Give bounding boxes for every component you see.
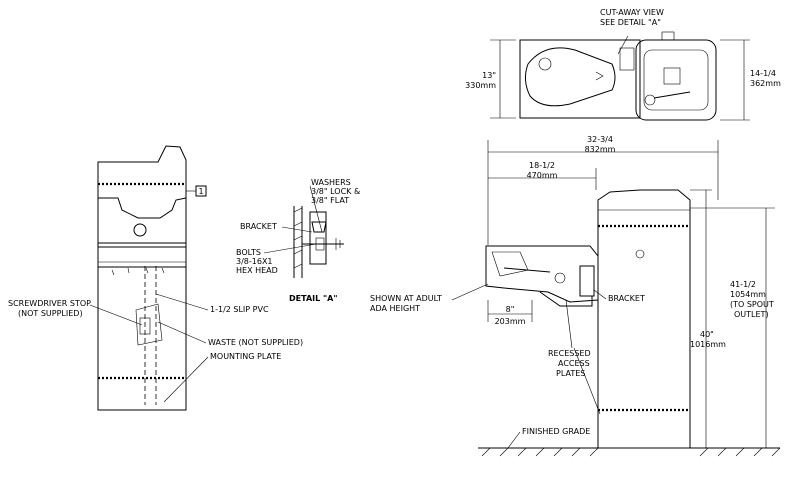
side-view: 32-3/4 832mm 18-1/2 470mm 8" 203mm SHOWN… (370, 135, 781, 457)
recessed-access: ACCESS (558, 359, 590, 368)
offset-in: 8" (506, 305, 515, 314)
slip-pvc-label: 1-1/2 SLIP PVC (210, 305, 269, 314)
bolts-label: BOLTS (236, 248, 261, 257)
bolts-head: HEX HEAD (236, 266, 278, 275)
shown-at-label: SHOWN AT ADULT (370, 294, 442, 303)
depth-left-mm: 330mm (465, 81, 496, 90)
bowl-width-mm: 470mm (527, 171, 558, 180)
drain-circle (133, 223, 147, 237)
depth-right-in: 14-1/4 (750, 69, 776, 78)
washers-label: WASHERS (311, 178, 351, 187)
recessed-plates: PLATES (556, 369, 585, 378)
overall-width-in: 32-3/4 (587, 135, 613, 144)
washers-lock: 3/8" LOCK & (311, 187, 360, 196)
overall-width-mm: 832mm (585, 145, 616, 154)
detail-bracket-label: BRACKET (240, 222, 277, 231)
shown-at-height: ADA HEIGHT (370, 304, 420, 313)
bowl-profile (485, 245, 599, 303)
screwdriver-stop-note: (NOT SUPPLIED) (18, 309, 83, 318)
depth-right-mm: 362mm (750, 79, 781, 88)
spout-height-note2: OUTLET) (734, 310, 769, 319)
washers-flat: 3/8" FLAT (311, 196, 349, 205)
callout-number: 1 (198, 187, 203, 196)
front-view-pedestal: 1 SCREWDRIVER STOP (NOT SUPPLIED) 1-1/2 … (8, 145, 303, 411)
finished-grade-label: FINISHED GRADE (522, 427, 590, 436)
pedestal-height-mm: 1016mm (690, 340, 726, 349)
spout-height-in: 41-1/2 (730, 280, 756, 289)
waste-label: WASTE (NOT SUPPLIED) (208, 338, 303, 347)
drain-square (663, 67, 681, 85)
screwdriver-stop-label: SCREWDRIVER STOP (8, 299, 91, 308)
depth-left-in: 13" (482, 71, 496, 80)
bracket-block (579, 265, 595, 297)
spout-height-mm: 1054mm (730, 290, 766, 299)
detail-a-title: DETAIL "A" (289, 294, 338, 303)
cutaway-label: CUT-AWAY VIEW (600, 8, 664, 17)
spout-height-note1: (TO SPOUT (730, 300, 774, 309)
offset-mm: 203mm (495, 317, 526, 326)
mounting-plate-label: MOUNTING PLATE (210, 352, 281, 361)
detail-a: WASHERS 3/8" LOCK & 3/8" FLAT BRACKET BO… (236, 178, 360, 303)
recessed-label: RECESSED (548, 349, 591, 358)
bolts-size: 3/8-16X1 (236, 257, 273, 266)
side-bracket-label: BRACKET (608, 294, 645, 303)
cutaway-detail: SEE DETAIL "A" (600, 18, 661, 27)
pedestal-height-in: 40" (700, 330, 714, 339)
bowl-width-in: 18-1/2 (529, 161, 555, 170)
bowl-left (524, 47, 616, 107)
top-plan-view: CUT-AWAY VIEW SEE DETAIL "A" 13" 330mm 1… (465, 8, 781, 121)
